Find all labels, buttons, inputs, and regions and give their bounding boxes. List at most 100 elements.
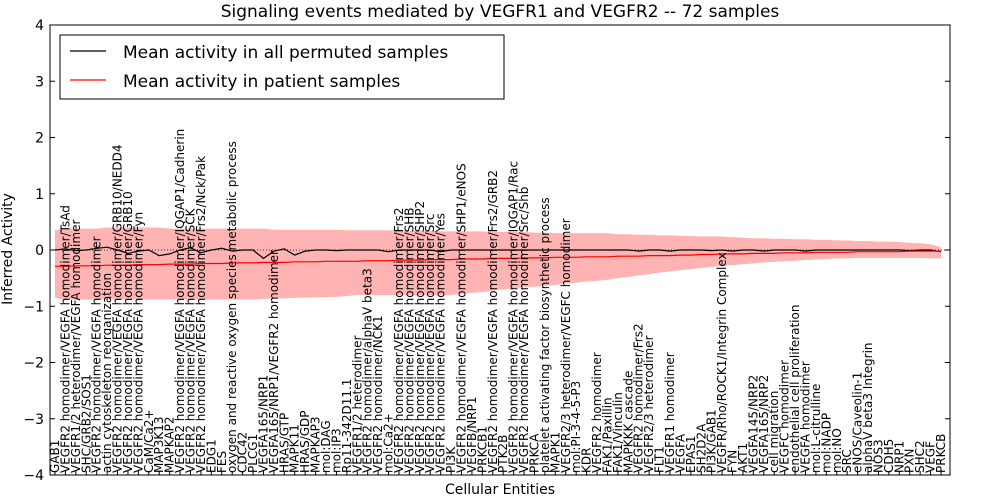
x-tick-label: HRAS/GTP xyxy=(277,413,291,473)
x-tick-label: MAPK1 xyxy=(548,432,562,473)
x-tick-label: VEGFR2 homodimer/VEGFA homodimer xyxy=(90,236,104,473)
legend: Mean activity in all permuted samples Me… xyxy=(59,34,505,100)
x-tick-label: VEGFR2 homodimer xyxy=(590,352,604,473)
x-tick-label: VEGFR2 homodimer/VEGFA homodimer/SHP2 xyxy=(413,201,427,473)
x-tick-label: cell migration xyxy=(767,391,781,473)
x-tick-label: oxygen and reactive oxygen species metab… xyxy=(225,141,239,473)
x-tick-label: VEGFR2 homodimer/Frs2 xyxy=(632,323,646,473)
x-tick-label: SH2D2A xyxy=(694,423,708,473)
x-tick-label: PRKCB1 xyxy=(475,426,489,473)
x-tick-label: mol:NO xyxy=(830,428,844,473)
x-tick-label: CDC42 xyxy=(236,432,250,473)
x-tick-label: FAK1/Paxillin xyxy=(600,397,614,473)
legend-label-patient: Mean activity in patient samples xyxy=(123,72,400,92)
x-tick-label: PRKCB xyxy=(934,434,948,473)
x-tick-label: VEGFA165/NRP1 xyxy=(257,375,271,473)
x-tick-label: VEGFR2 homodimer/VEGFA homodimer/TsAd xyxy=(58,205,72,473)
x-tick-label: KDR xyxy=(580,448,594,473)
x-tick-label: Rp11-342D11.1 xyxy=(340,379,354,473)
x-tick-label: alphaV beta3 Integrin xyxy=(861,342,875,473)
x-tick-label: platelet activating factor biosynthetic … xyxy=(538,197,552,473)
x-tick-label: FLT1 xyxy=(653,446,667,473)
x-tick-label: VEGFR2 homodimer/VEGFA homodimer/SHP1/eN… xyxy=(455,163,469,473)
y-tick-label: −3 xyxy=(23,412,44,428)
y-tick-label: 1 xyxy=(35,187,44,203)
y-tick-label: −2 xyxy=(23,356,44,372)
x-tick-label: VEGFR2 homodimer/VEGFA homodimer/Yes xyxy=(434,213,448,473)
x-tick-label: MAPKKK cascade xyxy=(621,371,635,473)
x-tick-label: mol:L-citrulline xyxy=(809,384,823,473)
x-tick-label: VEGFR2/3 heterodimer/VEGFC homodimer xyxy=(559,218,573,473)
x-tick-label: NOS3 xyxy=(872,439,886,473)
x-tick-label: MAPKAP2 xyxy=(163,416,177,473)
x-tick-label: NRP1 xyxy=(892,441,906,473)
x-tick-label: EDG1 xyxy=(204,439,218,473)
x-tick-label: VEGFR2 homodimer/alphaV beta3 xyxy=(361,268,375,473)
x-tick-label: mol:PI-3-4-5-P3 xyxy=(569,381,583,473)
x-tick-label: PLCG1 xyxy=(246,434,260,473)
x-tick-label: SHC/GRB2/SOS1 xyxy=(79,374,93,473)
x-tick-label: CaM/Ca2+ xyxy=(142,409,156,473)
x-tick-label: mol:Ca2+ xyxy=(382,413,396,473)
y-tick-label: 4 xyxy=(35,18,44,34)
x-tick-label: FAK1/Vinculin xyxy=(611,392,625,473)
x-tick-label: EPAS1 xyxy=(684,435,698,473)
x-tick-label: endothelial cell proliferation xyxy=(788,305,802,473)
y-tick-label: 0 xyxy=(35,243,44,259)
x-tick-label: actin cytoskeleton reorganization xyxy=(100,273,114,473)
x-tick-label: VEGFR1 homodimer xyxy=(663,352,677,473)
x-tick-label: VEGFR1/2 heterodimer xyxy=(350,335,364,473)
x-axis-label: Cellular Entities xyxy=(445,482,555,498)
x-tick-label: VEGFR2 homodimer/NCK1 xyxy=(371,315,385,473)
y-tick-label: −4 xyxy=(23,468,44,484)
x-tick-label: SHC2 xyxy=(913,440,927,473)
x-tick-label: mol:NADP xyxy=(819,413,833,473)
x-tick-label: HRAS/GDP xyxy=(298,410,312,473)
y-tick-label: −1 xyxy=(23,299,44,315)
x-tick-label: VEGFR2 homodimer/VEGFA homodimer/Src xyxy=(423,213,437,473)
x-tick-label: VEGFB/NRP1 xyxy=(465,397,479,473)
x-tick-label: AKT1 xyxy=(736,443,750,473)
legend-label-permuted: Mean activity in all permuted samples xyxy=(123,43,448,63)
x-tick-label: PRKCA xyxy=(528,433,542,473)
x-tick-label: PTK2B xyxy=(496,435,510,473)
x-tick-label: PI3K/GAB1 xyxy=(705,409,719,473)
x-tick-label: VEGFA165/NRP2 xyxy=(757,375,771,473)
x-tick-label: VEGFR2 homodimer/VEGFA homodimer/GRB10/N… xyxy=(111,144,125,473)
x-tick-label: FES xyxy=(215,451,229,473)
x-tick-label: SRC xyxy=(840,449,854,473)
x-tick-label: VEGF xyxy=(924,441,938,473)
x-tick-label: VEGFR2 homodimer/VEGFA homodimer/Frs2/GR… xyxy=(486,170,500,473)
x-tick-label: MAPKAP3 xyxy=(309,416,323,473)
x-tick-label: VEGFR2 homodimer/VEGFA homodimer/IQGAP1/… xyxy=(173,129,187,473)
y-tick-label: 3 xyxy=(35,74,44,90)
y-tick-label: 2 xyxy=(35,131,44,147)
x-tick-label: GAB1 xyxy=(48,440,62,473)
x-tick-label: VEGFC homodimer xyxy=(778,360,792,473)
x-tick-label: eNOS/Caveolin-1 xyxy=(851,372,865,473)
x-tick-label: MAPK11 xyxy=(288,424,302,473)
x-tick-label: VEGFR2/3 heterodimer xyxy=(642,335,656,473)
x-tick-label: VEGFA homodimer xyxy=(799,361,813,473)
x-tick-label: VEGFR2 homodimer/VEGFA homodimer/Fyn xyxy=(131,212,145,473)
x-tick-label: VEGFR2 homodimer/VEGFA homodimer/SCK xyxy=(184,207,198,473)
patient-mean-line xyxy=(55,250,941,267)
x-tick-label: VEGFA xyxy=(673,433,687,473)
x-tick-label: mol:DAG xyxy=(319,420,333,473)
x-tick-label: CDH5 xyxy=(882,439,896,473)
x-tick-label: VEGFA165/NRP1/VEGFR2 homodimer xyxy=(267,250,281,473)
x-tick-label: VEGFR2 homodimer/VEGFA homodimer/Frs2 xyxy=(392,208,406,474)
x-tick-label: VEGFR2 homodimer/VEGFA homodimer/SHB xyxy=(402,207,416,473)
legend-box xyxy=(59,34,505,100)
x-tick-label: VEGFR2 homodimer/VEGFA homodimer/IQGAP1/… xyxy=(507,161,521,473)
x-tick-label: VEGFR2 homodimer/VEGFA homodimer/GRB10 xyxy=(121,191,135,473)
x-tick-label: VEGFR2 homodimer/VEGFA homodimer/Src/Shb xyxy=(517,187,531,473)
x-tick-label: VEGFA145/NRP2 xyxy=(746,375,760,473)
x-tick-label: VEGFR2 homodimer/VEGFA homodimer/Frs2/Nc… xyxy=(194,156,208,473)
x-tick-label: FYN xyxy=(726,450,740,473)
permuted-mean-line xyxy=(54,246,942,260)
x-tick-label: PXN xyxy=(903,449,917,473)
x-tick-label: PI3K xyxy=(444,446,458,473)
